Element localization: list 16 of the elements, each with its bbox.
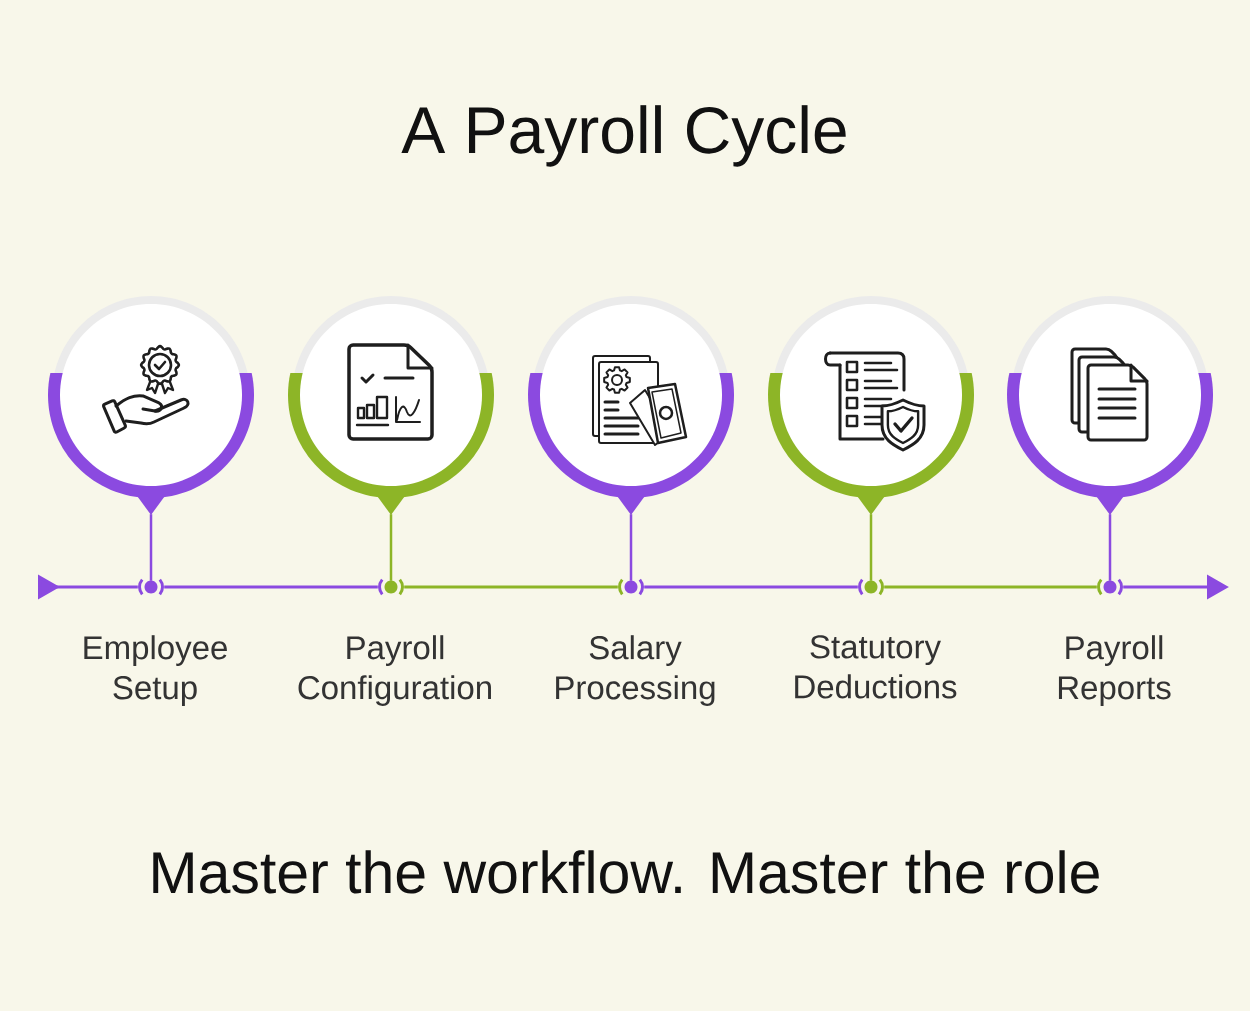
step-label: Salary Processing <box>556 635 715 706</box>
step-label: Payroll Configuration <box>298 635 491 706</box>
timeline-line <box>164 585 378 589</box>
step-label: Payroll Reports <box>1058 635 1171 706</box>
timeline-line <box>884 585 1097 589</box>
pin-line <box>149 514 153 581</box>
caption: Master the workflow. Master the role <box>153 850 1099 894</box>
timeline-line <box>404 585 618 589</box>
pin-line <box>1108 514 1112 581</box>
pin-line <box>869 514 873 581</box>
pin-line <box>629 514 633 581</box>
timeline-line <box>644 585 858 589</box>
step-label: Statutory Deductions <box>795 635 957 699</box>
pin-line <box>389 514 393 581</box>
step-label: Employee Setup <box>84 635 227 706</box>
title: A Payroll Cycle <box>401 105 846 167</box>
